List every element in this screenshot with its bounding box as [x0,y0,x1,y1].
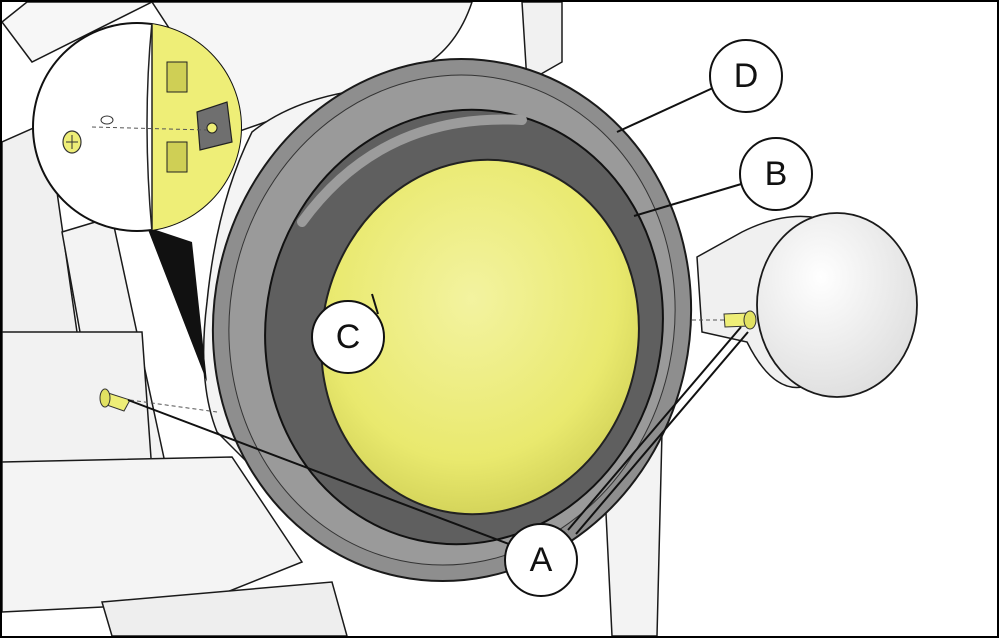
screw-right [692,310,757,330]
callout-C-label: C [336,318,361,356]
turn-signal [696,212,918,398]
callout-B: B [739,137,813,211]
callout-A-label: A [530,541,553,579]
seal-highlight [297,114,527,227]
headlight-lens [320,158,640,516]
screw-left [99,388,218,413]
callout-B-label: B [765,155,788,193]
callout-D: D [709,39,783,113]
callout-A: A [504,523,578,597]
detail-inset [32,22,242,382]
callout-D-label: D [734,57,759,95]
leader-lines [127,86,749,547]
callout-C: C [311,300,385,374]
